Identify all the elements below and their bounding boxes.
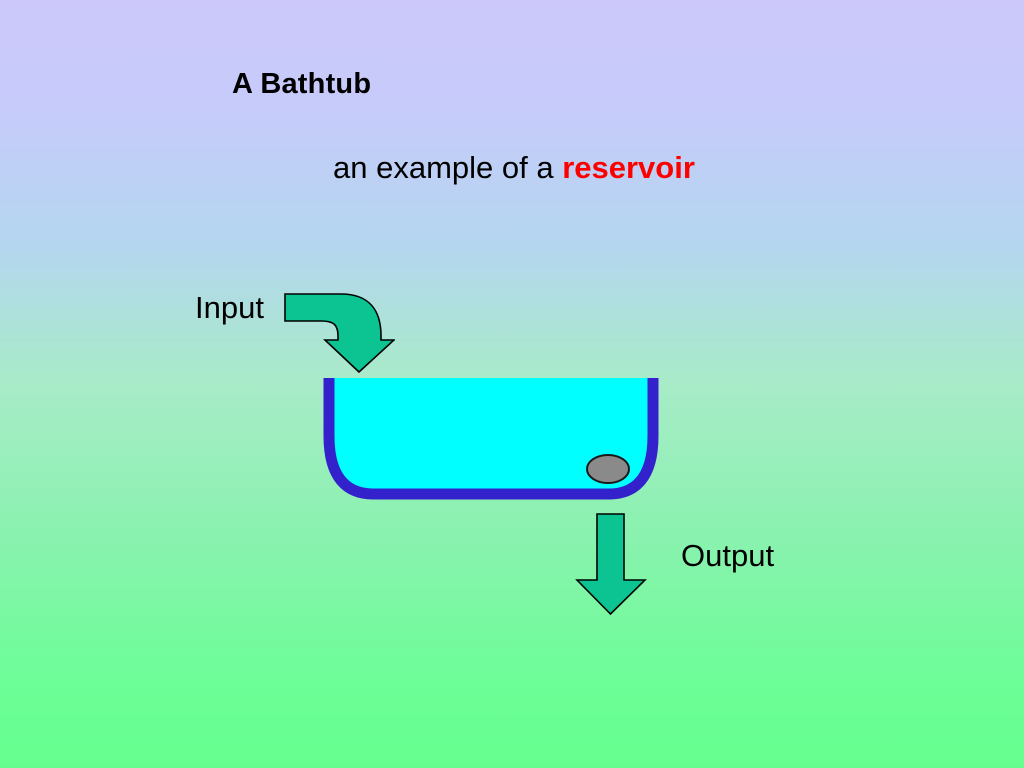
page-title: A Bathtub <box>232 68 372 100</box>
subtitle-accent-text: reservoir <box>562 150 695 185</box>
output-label: Output <box>681 538 775 573</box>
bathtub-shape <box>323 378 659 500</box>
drain-plug <box>586 454 630 484</box>
elbow-arrow-down-icon <box>284 293 395 374</box>
input-label: Input <box>195 290 264 325</box>
slide-subtitle: an example of a reservoir <box>333 150 695 186</box>
subtitle-prefix-text: an example of a <box>333 150 563 185</box>
arrow-down-icon <box>575 513 647 616</box>
